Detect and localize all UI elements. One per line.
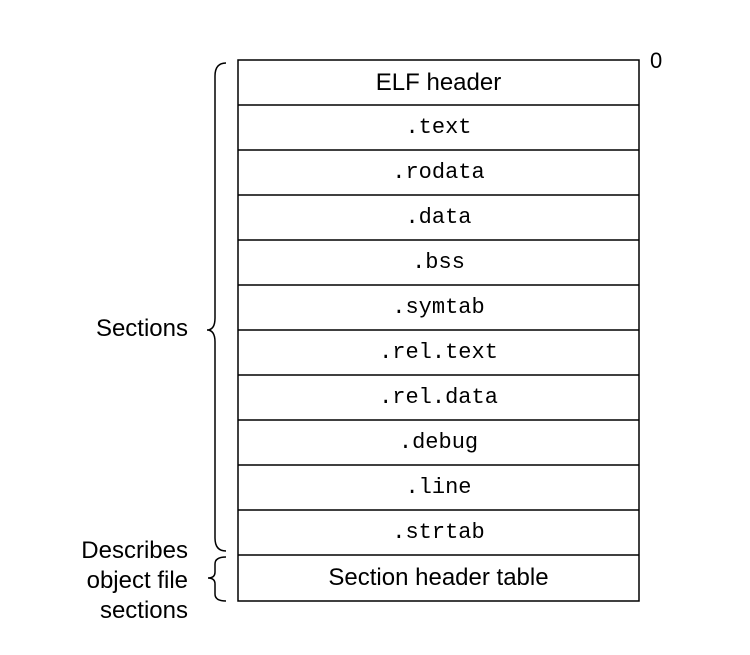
row-label: ELF header xyxy=(375,68,502,96)
sections-brace xyxy=(206,62,227,552)
row-debug-section: .debug xyxy=(238,420,639,465)
row-label: .rodata xyxy=(392,160,485,185)
row-label: .bss xyxy=(412,250,465,275)
row-label: .strtab xyxy=(392,520,485,545)
row-rel-data-section: .rel.data xyxy=(238,375,639,420)
row-data-section: .data xyxy=(238,195,639,240)
row-section-header-table: Section header table xyxy=(238,555,639,600)
row-rel-text-section: .rel.text xyxy=(238,330,639,375)
row-label: Section header table xyxy=(328,563,549,591)
describes-line-2: object file xyxy=(86,567,188,594)
describes-line-3: sections xyxy=(99,597,188,624)
row-elf-header: ELF header xyxy=(238,60,639,105)
row-label: .rel.data xyxy=(379,385,498,410)
row-rodata-section: .rodata xyxy=(238,150,639,195)
describes-brace-label: Describes object file sections xyxy=(81,536,188,626)
row-symtab-section: .symtab xyxy=(238,285,639,330)
row-text-section: .text xyxy=(238,105,639,150)
header-table-brace xyxy=(207,556,227,602)
row-label: .rel.text xyxy=(379,340,498,365)
sections-brace-label: Sections xyxy=(95,315,188,342)
row-strtab-section: .strtab xyxy=(238,510,639,555)
row-line-section: .line xyxy=(238,465,639,510)
offset-zero-label: 0 xyxy=(650,48,663,73)
row-label: .text xyxy=(405,115,472,140)
row-label: .data xyxy=(405,205,472,230)
row-label: .symtab xyxy=(392,295,485,320)
row-label: .debug xyxy=(398,430,479,455)
describes-line-1: Describes xyxy=(81,537,188,564)
row-label: .line xyxy=(405,475,472,500)
row-bss-section: .bss xyxy=(238,240,639,285)
